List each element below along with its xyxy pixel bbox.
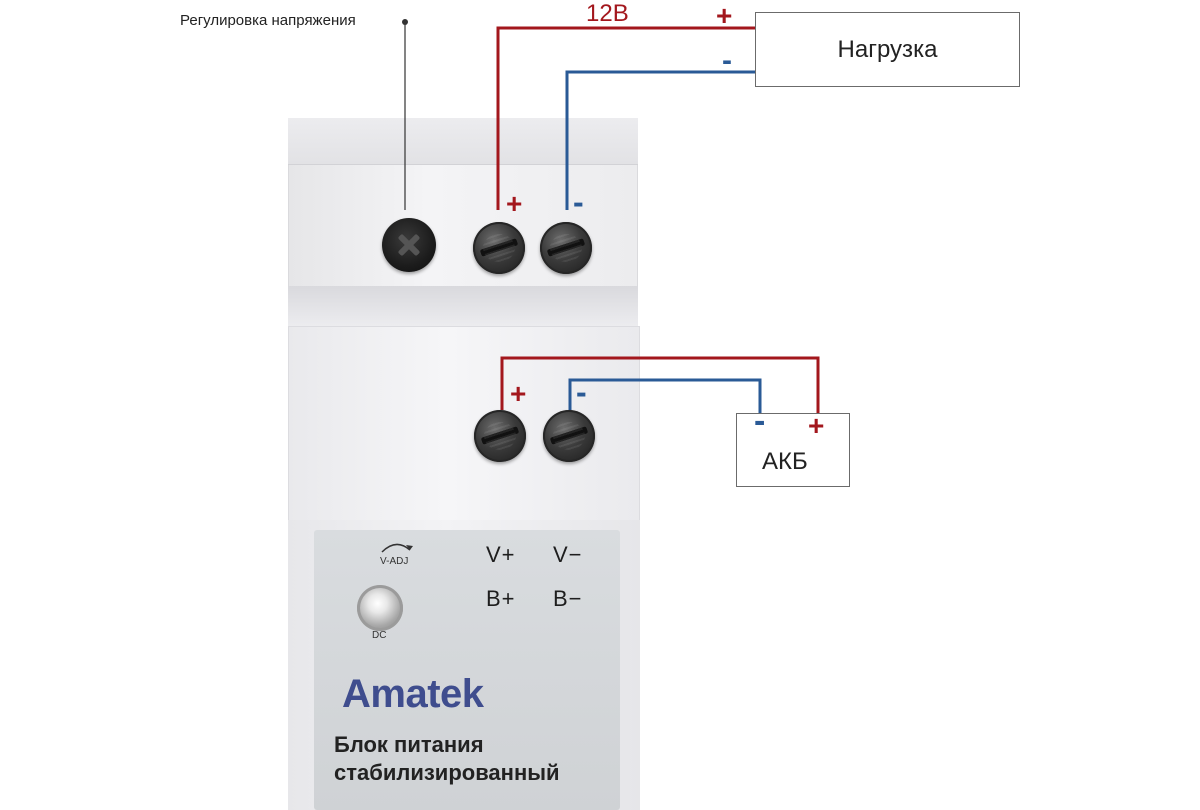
battery-box <box>736 413 850 487</box>
product-name-line2: стабилизированный <box>334 760 560 785</box>
load-box-label: Нагрузка <box>837 35 938 63</box>
battery-plus-terminal[interactable] <box>474 410 526 462</box>
power-supply-vent-step <box>288 286 638 327</box>
power-supply-top-vent <box>288 118 638 165</box>
battery-minus-wire <box>568 378 762 414</box>
output-plus-terminal[interactable] <box>473 222 525 274</box>
v-adj-label: V-ADJ <box>380 556 409 567</box>
voltage-adjust-leader-dot <box>402 19 408 25</box>
brand-logo: Amatek <box>342 672 484 716</box>
v-minus-label: V− <box>553 542 583 567</box>
output-plus-wire <box>496 26 756 210</box>
output-minus-terminal[interactable] <box>540 222 592 274</box>
voltage-adjust-screw[interactable] <box>382 218 436 272</box>
adjust-arrow-icon <box>381 543 413 553</box>
product-name-line1: Блок питания <box>334 732 484 757</box>
load-box: Нагрузка <box>755 12 1020 87</box>
battery-plus-wire <box>500 356 820 414</box>
output-voltage-label: 12В <box>586 0 629 27</box>
battery-box-plus-sign: + <box>808 410 825 441</box>
voltage-adjust-annotation: Регулировка напряжения <box>180 12 356 29</box>
battery-terminal-plus-sign: + <box>510 378 527 409</box>
output-plus-sign: + <box>506 188 523 219</box>
output-minus-wire <box>565 70 756 210</box>
battery-terminal-minus-sign: - <box>576 374 587 410</box>
b-plus-label: B+ <box>486 586 516 611</box>
load-plus-sign: + <box>716 0 733 31</box>
b-minus-label: B− <box>553 586 583 611</box>
v-plus-label: V+ <box>486 542 516 567</box>
output-minus-sign: - <box>573 184 584 220</box>
dc-indicator-led <box>357 585 403 631</box>
battery-box-label: АКБ <box>762 448 808 475</box>
battery-box-minus-sign: - <box>754 402 766 440</box>
battery-minus-terminal[interactable] <box>543 410 595 462</box>
front-label-panel <box>314 530 620 810</box>
load-minus-sign: - <box>722 44 732 77</box>
dc-label: DC <box>372 630 387 641</box>
